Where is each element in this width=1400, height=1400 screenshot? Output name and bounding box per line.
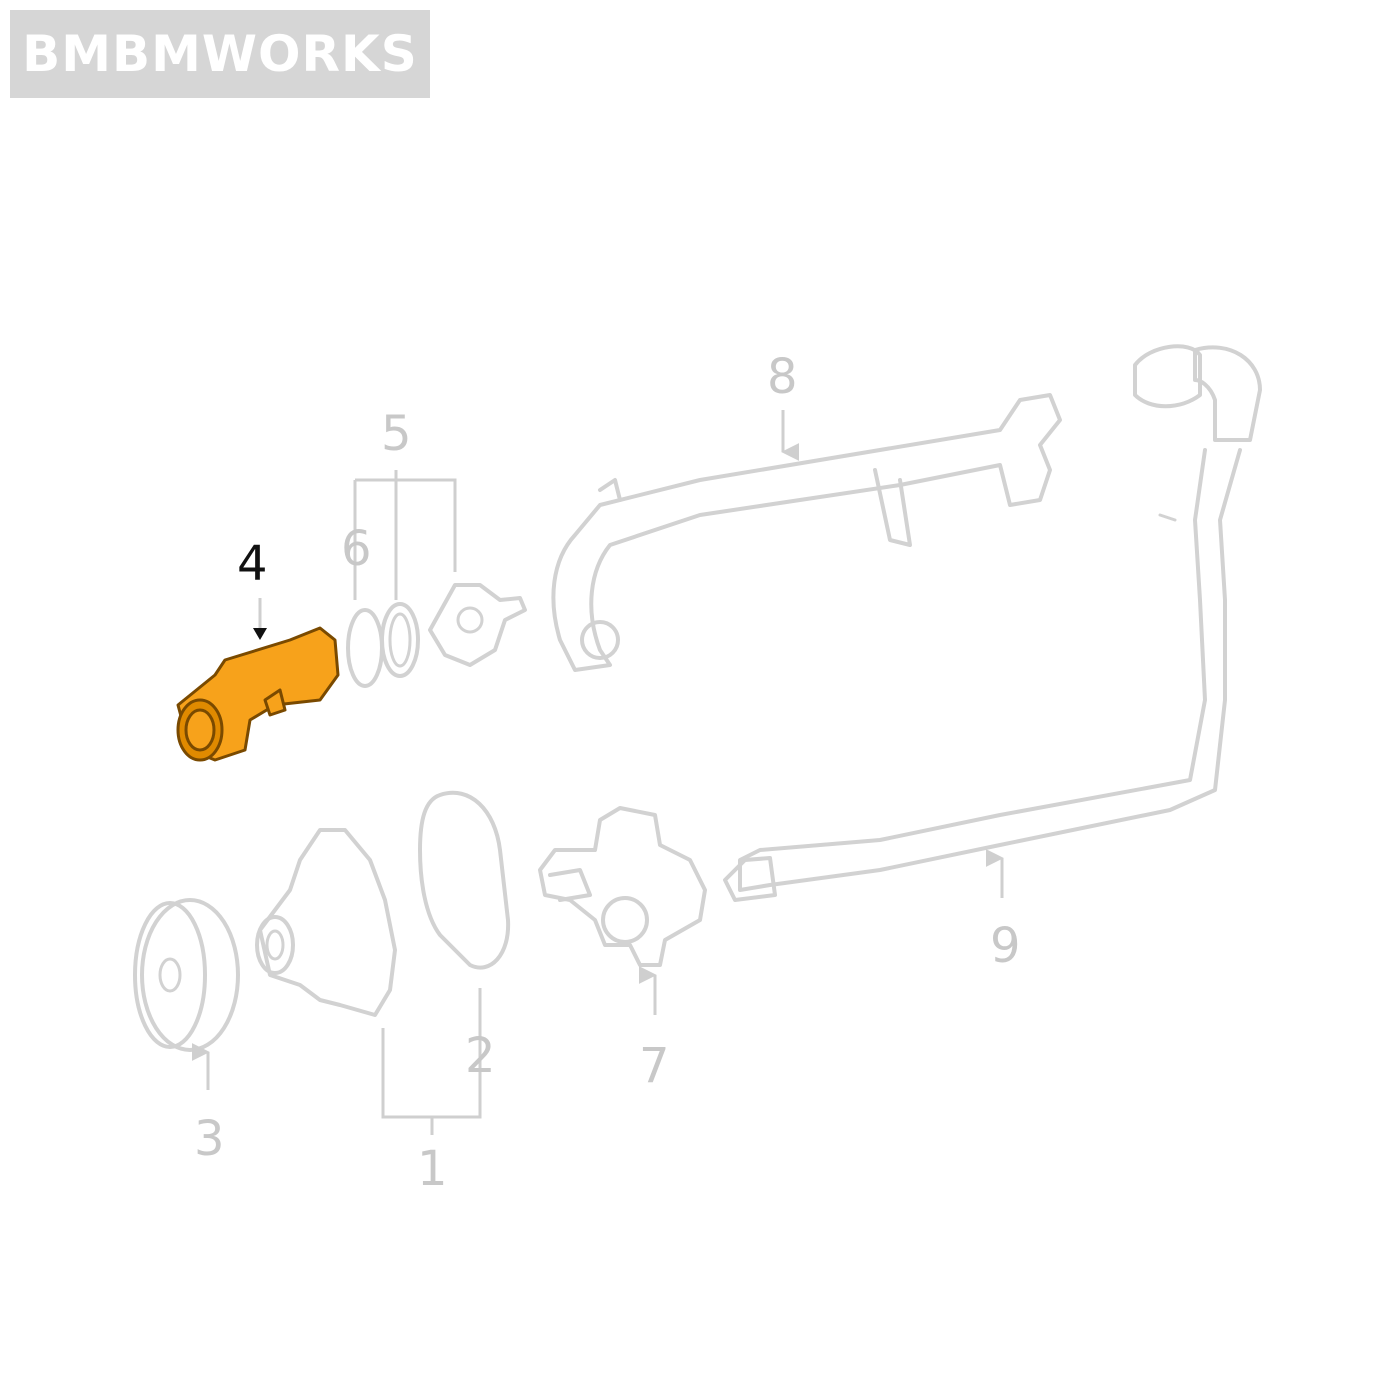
leader-5 (353, 478, 457, 600)
brand-text: BMBMWORKS (22, 25, 418, 83)
callout-3: 3 (194, 1111, 225, 1167)
callout-8: 8 (767, 349, 798, 405)
leader-1-2 (381, 988, 482, 1135)
part-9-long-hose (723, 344, 1262, 902)
callout-9: 9 (990, 918, 1021, 974)
leader-4-arrow (253, 628, 267, 640)
part-6-o-rings (346, 602, 420, 688)
part-1-water-pump (255, 828, 397, 1017)
brand-watermark: BMBMWORKS (10, 10, 430, 98)
callout-5: 5 (381, 406, 412, 462)
part-8-coolant-pipe (551, 393, 1062, 672)
callout-7: 7 (639, 1038, 670, 1094)
part-2-gasket (418, 790, 511, 970)
leader-lines (191, 410, 1004, 1135)
part-3-pulley (133, 898, 240, 1052)
part-4-thermostat-housing (176, 626, 340, 762)
callout-2: 2 (465, 1028, 496, 1084)
callout-6: 6 (341, 521, 372, 577)
part-7-coolant-housing (538, 806, 707, 967)
callout-1: 1 (417, 1141, 448, 1197)
part-5-thermostat (428, 583, 527, 667)
callout-4: 4 (237, 536, 268, 592)
